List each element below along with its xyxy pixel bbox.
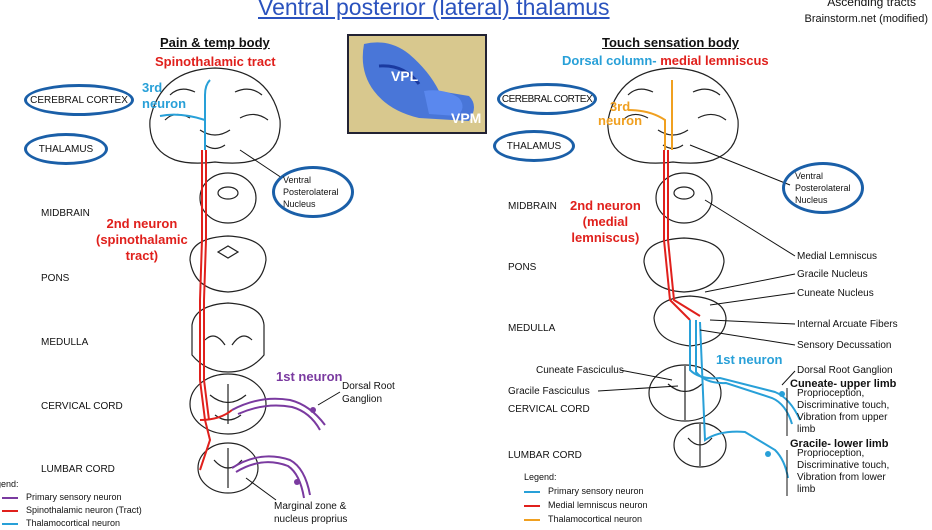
- corner-source: Brainstorm.net (modified): [804, 13, 929, 25]
- right-level-pons: PONS: [508, 262, 537, 273]
- right-cuneate-desc: Proprioception, Discriminative touch, Vi…: [797, 388, 890, 435]
- left-thalamus-label: THALAMUS: [38, 143, 94, 155]
- right-label-drg: Dorsal Root Ganglion: [797, 365, 893, 376]
- left-thalamus-oval: THALAMUS: [24, 133, 108, 165]
- left-neuron-3: 3rd neuron: [142, 80, 187, 111]
- left-marginal-label: Marginal zone & nucleus proprius: [274, 501, 348, 525]
- left-legend: Legend: Primary sensory neuron Spinothal…: [0, 478, 142, 530]
- right-thalamus-label: THALAMUS: [506, 140, 562, 152]
- left-midbrain: [199, 172, 257, 224]
- right-label-sensory-decussation: Sensory Decussation: [797, 340, 892, 351]
- left-heading: Pain & temp body: [160, 35, 270, 50]
- right-legend-item: Medial lemniscus neuron: [524, 498, 648, 512]
- right-subheading-b: medial lemniscus: [656, 53, 769, 68]
- right-label-gracile-fasciculus: Gracile Fasciculus: [508, 386, 590, 397]
- right-vpl-label: Ventral Posterolateral Nucleus: [795, 171, 851, 205]
- left-red-tract-b: [203, 150, 210, 421]
- right-thalamus-oval: THALAMUS: [493, 130, 575, 162]
- right-gracile-desc: Proprioception, Discriminative touch, Vi…: [797, 448, 890, 495]
- left-brain-outline: [149, 67, 281, 164]
- left-lumbar-cord: [197, 442, 259, 494]
- right-legend-item: Thalamocortical neuron: [524, 512, 648, 526]
- left-level-medulla: MEDULLA: [41, 337, 89, 348]
- left-level-pons: PONS: [41, 273, 70, 284]
- right-vpl-oval: Ventral Posterolateral Nucleus: [782, 162, 864, 214]
- right-lumbar-cord: [673, 422, 727, 468]
- right-label-gracile-nucleus: Gracile Nucleus: [797, 269, 868, 280]
- right-cortex-oval: CEREBRAL CORTEX: [497, 83, 597, 115]
- right-level-lumbar: LUMBAR CORD: [508, 450, 582, 461]
- right-red-tract-a: [663, 150, 691, 321]
- corner-title: Ascending tracts: [827, 0, 916, 9]
- right-neuron-3: 3rd neuron: [598, 99, 643, 128]
- right-level-medulla: MEDULLA: [508, 323, 556, 334]
- right-neuron-2: 2nd neuron (medial lemniscus): [570, 198, 641, 245]
- left-cervical-cord: [189, 373, 267, 435]
- right-legend-item: Primary sensory neuron: [524, 484, 648, 498]
- left-legend-label: Primary sensory neuron: [26, 492, 122, 502]
- right-label-medial-lemniscus: Medial Lemniscus: [797, 251, 878, 262]
- right-legend: Legend: Primary sensory neuron Medial le…: [524, 470, 648, 526]
- left-drg-label: Dorsal Root Ganglion: [342, 381, 395, 405]
- right-cortex-label: CEREBRAL CORTEX: [501, 93, 593, 105]
- vpm-label: VPM: [451, 110, 482, 126]
- left-legend-item: Spinothalamic neuron (Tract): [0, 504, 142, 517]
- right-cervical-cord: [648, 364, 722, 422]
- left-purple-lumbar: [231, 455, 311, 496]
- right-red-tract-b: [667, 150, 701, 317]
- left-vpl-label: Ventral Posterolateral Nucleus: [283, 175, 339, 209]
- right-subheading: Dorsal column- medial lemniscus: [562, 53, 769, 68]
- left-subheading: Spinothalamic tract: [155, 54, 276, 69]
- right-label-internal-arcuate: Internal Arcuate Fibers: [797, 319, 898, 330]
- left-red-tract-a: [199, 150, 212, 471]
- left-legend-label: Spinothalamic neuron (Tract): [26, 505, 142, 515]
- left-cortex-oval: CEREBRAL CORTEX: [24, 84, 134, 116]
- left-legend-item: Thalamocortical neuron: [0, 517, 142, 530]
- left-vpl-oval: Ventral Posterolateral Nucleus: [272, 166, 354, 218]
- right-label-cuneate-nucleus: Cuneate Nucleus: [797, 288, 874, 299]
- left-level-lumbar: LUMBAR CORD: [41, 464, 115, 475]
- left-medulla: [191, 302, 265, 373]
- right-legend-label: Thalamocortical neuron: [548, 514, 643, 524]
- right-neuron-1: 1st neuron: [716, 352, 783, 367]
- right-subheading-a: Dorsal column-: [562, 53, 657, 68]
- right-pons: [643, 237, 725, 293]
- right-midbrain: [655, 172, 713, 224]
- page-title: Ventral posterior (lateral) thalamus: [258, 0, 610, 20]
- right-gracile-heading: Gracile- lower limb: [790, 438, 889, 450]
- right-cuneate-heading: Cuneate- upper limb: [790, 378, 897, 390]
- left-pons: [189, 235, 267, 293]
- right-level-midbrain: MIDBRAIN: [508, 201, 557, 212]
- left-blue-neuron: [159, 79, 211, 150]
- right-blue-upper: [689, 320, 801, 421]
- left-purple-cervical: [231, 397, 326, 426]
- vpl-label: VPL: [391, 68, 419, 84]
- right-level-cervical: CERVICAL CORD: [508, 404, 590, 415]
- left-neuron-1: 1st neuron: [276, 369, 343, 384]
- left-level-midbrain: MIDBRAIN: [41, 208, 90, 219]
- right-orange-neuron: [627, 80, 673, 150]
- right-legend-label: Medial lemniscus neuron: [548, 500, 648, 510]
- left-legend-item: Primary sensory neuron: [0, 491, 142, 504]
- left-cortex-label: CEREBRAL CORTEX: [30, 94, 128, 106]
- right-legend-label: Primary sensory neuron: [548, 486, 644, 496]
- left-level-cervical: CERVICAL CORD: [41, 401, 123, 412]
- right-label-cuneate-fasciculus: Cuneate Fasciculus: [536, 365, 624, 376]
- thalamus-inset: VPL VPM: [347, 34, 487, 134]
- left-neuron-2: 2nd neuron (spinothalamic tract): [96, 216, 188, 263]
- right-legend-title: Legend:: [524, 472, 557, 482]
- right-heading: Touch sensation body: [602, 35, 739, 50]
- left-legend-title: Legend:: [0, 479, 19, 489]
- right-blue-lower: [699, 321, 789, 479]
